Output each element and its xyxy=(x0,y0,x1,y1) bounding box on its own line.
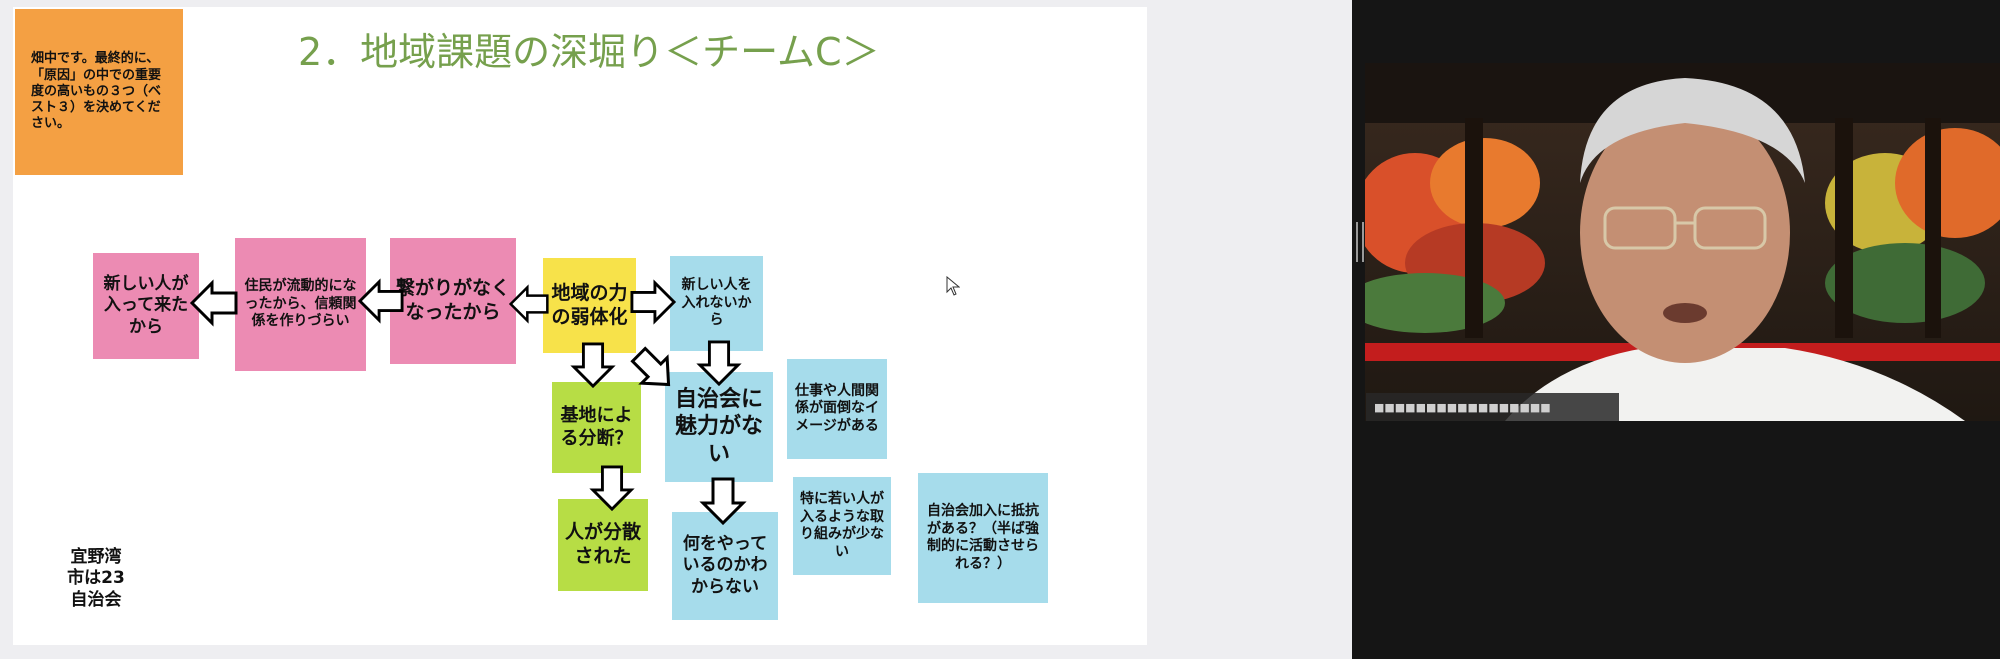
arrow-down-icon xyxy=(699,477,747,525)
instruction-note: 畑中です。最終的に、「原因」の中での重要度の高いもの３つ（ベスト３）を決めてくだ… xyxy=(15,9,183,175)
panel-resize-handle[interactable] xyxy=(1356,222,1364,262)
arrow-down-icon xyxy=(589,465,635,511)
note-text: 繋がりがなくなったから xyxy=(396,277,511,323)
shared-slide: 2．地域課題の深堀り＜チームC＞ 畑中です。最終的に、「原因」の中での重要度の高… xyxy=(13,7,1147,645)
note-resistance-joining: 自治会加入に抵抗がある？（半ば強制的に活動させられる？） xyxy=(918,473,1048,603)
video-feed xyxy=(1365,63,2000,421)
arrow-down-icon xyxy=(570,342,616,388)
note-text: 自治会に魅力がない xyxy=(674,386,763,467)
note-text: 特に若い人が入るような取り組みが少ない xyxy=(800,491,884,560)
ginowan-text: 宜野湾市は23自治会 xyxy=(61,543,131,615)
arrow-down-icon xyxy=(696,340,742,386)
arrow-right-icon xyxy=(630,279,676,325)
note-dont-know-activities: 何をやっているのかわからない xyxy=(672,512,778,620)
note-text: 基地による分断？ xyxy=(560,405,633,449)
note-text: 仕事や人間関係が面倒なイメージがある xyxy=(795,382,879,434)
note-text: 地域の力の弱体化 xyxy=(551,281,628,328)
note-assoc-no-appeal: 自治会に魅力がない xyxy=(665,372,773,482)
note-lost-connections: 繋がりがなくなったから xyxy=(390,238,516,364)
note-text: 自治会加入に抵抗がある？（半ば強制的に活動させられる？） xyxy=(927,503,1039,572)
note-not-accept-new: 新しい人を入れないから xyxy=(670,256,763,351)
arrow-left-icon xyxy=(358,278,404,324)
note-base-division: 基地による分断？ xyxy=(552,382,641,473)
slide-title: 2．地域課題の深堀り＜チームC＞ xyxy=(298,30,880,74)
instruction-note-text: 畑中です。最終的に、「原因」の中での重要度の高いもの３つ（ベスト３）を決めてくだ… xyxy=(31,51,162,132)
note-text: 新しい人が入って来たから xyxy=(103,274,189,337)
note-text: 何をやっているのかわからない xyxy=(682,534,768,597)
note-young-programs-few: 特に若い人が入るような取り組みが少ない xyxy=(793,477,891,575)
arrow-diagonal-icon xyxy=(630,346,671,387)
note-text: 人が分散された xyxy=(564,521,641,567)
note-text: 住民が流動的になったから、信頼関係を作りづらい xyxy=(244,278,357,330)
note-work-relations: 仕事や人間関係が面倒なイメージがある xyxy=(787,359,887,459)
participant-name-label: ■■■■■■■■■■■■■■■■■ xyxy=(1366,393,1619,421)
note-people-dispersed: 人が分散された xyxy=(558,499,648,591)
mouse-pointer-icon xyxy=(946,276,960,296)
note-text: 新しい人を入れないから xyxy=(681,277,752,329)
note-community-weakened: 地域の力の弱体化 xyxy=(543,258,636,353)
arrow-left-icon xyxy=(190,279,238,327)
note-residents-mobile: 住民が流動的になったから、信頼関係を作りづらい xyxy=(235,238,366,371)
participant-video[interactable] xyxy=(1365,63,2000,421)
arrow-left-icon xyxy=(509,284,549,324)
note-text: 宜野湾市は23自治会 xyxy=(67,547,125,610)
note-new-people-came: 新しい人が入って来たから xyxy=(93,253,199,359)
